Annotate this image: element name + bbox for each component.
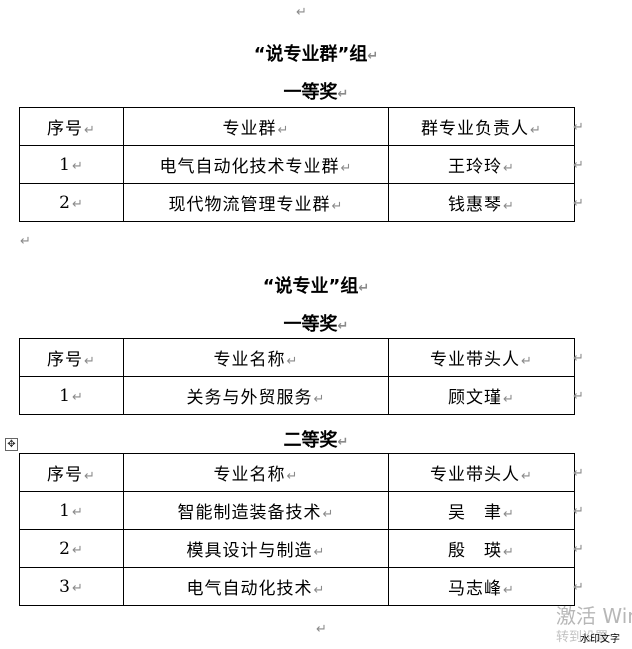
- table-cell: 顾文瑾↵: [388, 376, 575, 415]
- row-end-mark: ↵: [573, 466, 584, 481]
- table-cell: 吴 聿↵: [388, 491, 575, 530]
- group1-title: “说专业群”组↵: [253, 44, 379, 65]
- table-header-cell: 专业名称↵: [123, 453, 389, 492]
- table-cell: 王玲玲↵: [388, 145, 575, 184]
- table-cell: 关务与外贸服务↵: [123, 376, 389, 415]
- table-header-row: 序号↵ 专业名称↵ 专业带头人↵: [19, 338, 575, 377]
- table-row: 1↵ 电气自动化技术专业群↵ 王玲玲↵: [19, 145, 575, 184]
- watermark-label: 水印文字: [580, 634, 620, 645]
- group1-prize-title: 一等奖↵: [283, 82, 349, 103]
- row-end-mark: ↵: [573, 542, 584, 557]
- row-end-mark: ↵: [573, 389, 584, 404]
- table-cell: 马志峰↵: [388, 567, 575, 606]
- row-end-mark: ↵: [573, 158, 584, 173]
- activate-windows-text: 激活 Win: [556, 604, 632, 628]
- table-header-cell: 专业群↵: [123, 107, 389, 146]
- row-end-mark: ↵: [573, 120, 584, 135]
- table-cell: 模具设计与制造↵: [123, 529, 389, 568]
- activate-windows-subtext: 转到设置: [556, 630, 609, 645]
- group2-prize1-title: 一等奖↵: [283, 314, 349, 335]
- paragraph-mark: ↵: [20, 234, 31, 249]
- table-header-cell: 专业名称↵: [123, 338, 389, 377]
- table-header-cell: 序号↵: [19, 338, 124, 377]
- table-cell: 3↵: [19, 567, 124, 606]
- table-header-cell: 专业带头人↵: [388, 453, 575, 492]
- table-cell: 电气自动化技术↵: [123, 567, 389, 606]
- table-cell: 1↵: [19, 145, 124, 184]
- table-row: 1↵ 智能制造装备技术↵ 吴 聿↵: [19, 491, 575, 530]
- paragraph-mark: ↵: [296, 5, 307, 20]
- table-header-cell: 序号↵: [19, 453, 124, 492]
- row-end-mark: ↵: [573, 196, 584, 211]
- table-cell: 1↵: [19, 376, 124, 415]
- row-end-mark: ↵: [573, 580, 584, 595]
- table-header-cell: 专业带头人↵: [388, 338, 575, 377]
- table-cell: 1↵: [19, 491, 124, 530]
- table-move-handle-icon[interactable]: ✥: [5, 438, 18, 451]
- group2-prize2-title: 二等奖↵: [283, 430, 349, 451]
- table-cell: 钱惠琴↵: [388, 183, 575, 222]
- table-row: 1↵ 关务与外贸服务↵ 顾文瑾↵: [19, 376, 575, 415]
- table-cell: 现代物流管理专业群↵: [123, 183, 389, 222]
- group2-prize2-table: 序号↵ 专业名称↵ 专业带头人↵ 1↵ 智能制造装备技术↵ 吴 聿↵ 2↵ 模具…: [19, 453, 575, 606]
- table-row: 3↵ 电气自动化技术↵ 马志峰↵: [19, 567, 575, 606]
- table-row: 2↵ 现代物流管理专业群↵ 钱惠琴↵: [19, 183, 575, 222]
- row-end-mark: ↵: [573, 504, 584, 519]
- table-cell: 智能制造装备技术↵: [123, 491, 389, 530]
- group2-title: “说专业”组↵: [262, 276, 370, 297]
- row-end-mark: ↵: [573, 351, 584, 366]
- table-cell: 殷 瑛↵: [388, 529, 575, 568]
- table-header-row: 序号↵ 专业名称↵ 专业带头人↵: [19, 453, 575, 492]
- table-header-cell: 序号↵: [19, 107, 124, 146]
- table-cell: 电气自动化技术专业群↵: [123, 145, 389, 184]
- table-row: 2↵ 模具设计与制造↵ 殷 瑛↵: [19, 529, 575, 568]
- table-cell: 2↵: [19, 529, 124, 568]
- table-header-cell: 群专业负责人↵: [388, 107, 575, 146]
- paragraph-mark: ↵: [316, 622, 327, 637]
- table-header-row: 序号↵ 专业群↵ 群专业负责人↵: [19, 107, 575, 146]
- table-cell: 2↵: [19, 183, 124, 222]
- group1-table: 序号↵ 专业群↵ 群专业负责人↵ 1↵ 电气自动化技术专业群↵ 王玲玲↵ 2↵ …: [19, 107, 575, 222]
- group2-prize1-table: 序号↵ 专业名称↵ 专业带头人↵ 1↵ 关务与外贸服务↵ 顾文瑾↵: [19, 338, 575, 415]
